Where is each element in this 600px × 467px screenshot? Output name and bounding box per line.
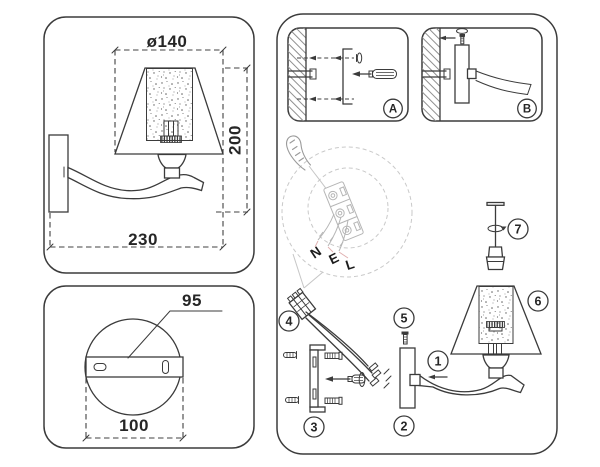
part5-label: 5 — [401, 312, 408, 326]
top-view-dimension-lines — [82, 378, 187, 442]
part7-badge — [507, 218, 529, 240]
screw-head-side — [356, 52, 363, 64]
bracket-bar — [309, 349, 319, 408]
step-a-label: A — [389, 104, 397, 116]
part4-label: 4 — [286, 315, 293, 329]
lamp-shade-diffuser — [146, 68, 193, 141]
mount-slot-right — [162, 360, 169, 374]
step-b-panel: B — [421, 27, 543, 122]
step-b-arm-clip — [466, 68, 477, 80]
lamp-socket-threads — [160, 135, 182, 143]
part-arm-assembly: 1 — [409, 350, 525, 396]
terminal-block — [286, 287, 317, 321]
part-finial: 7 — [485, 201, 529, 271]
attach-arrow-icon — [428, 374, 435, 380]
part1-badge — [427, 350, 449, 372]
part2-badge — [393, 415, 415, 437]
mount-screw-bottom — [324, 396, 343, 405]
dim-plate-width-label: 100 — [119, 416, 149, 435]
mount-slot-left — [93, 363, 107, 371]
part-shade: 6 — [450, 285, 549, 379]
dim-height-label: 200 — [226, 125, 245, 155]
part4-badge — [278, 310, 300, 332]
step-b-badge — [517, 98, 537, 119]
slide-arrow-icon — [439, 35, 446, 41]
step-a-panel: A — [287, 27, 409, 122]
wiring-detail-bubble: N E L — [281, 135, 413, 289]
dim-depth-label: 230 — [128, 230, 158, 249]
part1-label: 1 — [435, 355, 442, 369]
part2-label: 2 — [401, 420, 408, 434]
bracket-bottom-flange — [309, 406, 326, 413]
wall-anchor-bottom — [285, 396, 299, 404]
mount-screw-top — [324, 351, 343, 360]
part7-label: 7 — [515, 223, 522, 237]
part-backplate: 2 — [393, 347, 416, 437]
part6-label: 6 — [535, 295, 542, 309]
shade-socket-threads — [486, 321, 505, 328]
part-mounting-bracket: 3 — [283, 344, 366, 438]
socket-cap-top — [487, 246, 504, 258]
part-screw: 5 — [393, 307, 415, 345]
wall-plate — [48, 134, 69, 213]
bracket-top-flange — [309, 344, 326, 351]
step-a-badge — [383, 98, 403, 119]
dim-diameter-label: ø140 — [147, 32, 188, 51]
socket-cap-skirt — [485, 256, 506, 271]
wall-anchor-top — [283, 351, 297, 359]
step-b-screw — [459, 34, 465, 37]
shade-neck-base — [488, 367, 504, 379]
bubble-outline — [281, 146, 413, 278]
step-a-screw-guides — [297, 52, 363, 102]
front-view-panel: ø140 200 230 — [43, 16, 255, 274]
dim-plate-circle-label: 95 — [182, 291, 202, 310]
front-view-dimension-lines — [46, 46, 251, 251]
step-a-wall — [288, 28, 317, 121]
step-b-label: B — [523, 104, 531, 116]
screw-head — [401, 331, 409, 335]
bubble-inner-outline — [307, 167, 389, 249]
arm-clip — [409, 373, 421, 387]
part6-badge — [527, 290, 549, 312]
screwdriver-icon-2 — [325, 372, 366, 387]
step-b-lamp-back — [439, 28, 532, 104]
lamp-arm — [67, 166, 205, 200]
rotate-arrow-icon — [456, 28, 468, 34]
shade-diffuser — [478, 286, 514, 344]
step-b-wall — [422, 28, 451, 121]
detail-wires — [317, 213, 349, 252]
front-view-lamp — [48, 67, 224, 213]
screwdriver-icon — [352, 69, 397, 79]
wire-leader-lines — [314, 240, 349, 259]
part3-badge — [303, 416, 325, 438]
part5-badge — [393, 307, 415, 329]
terminal-block-detail — [323, 181, 364, 241]
mount-bar — [85, 356, 184, 378]
top-view-panel: 95 100 — [43, 285, 255, 449]
part3-label: 3 — [311, 421, 318, 435]
arm-band — [418, 373, 525, 396]
dim-95-leader — [127, 310, 223, 359]
lamp-neck-base — [163, 167, 181, 179]
